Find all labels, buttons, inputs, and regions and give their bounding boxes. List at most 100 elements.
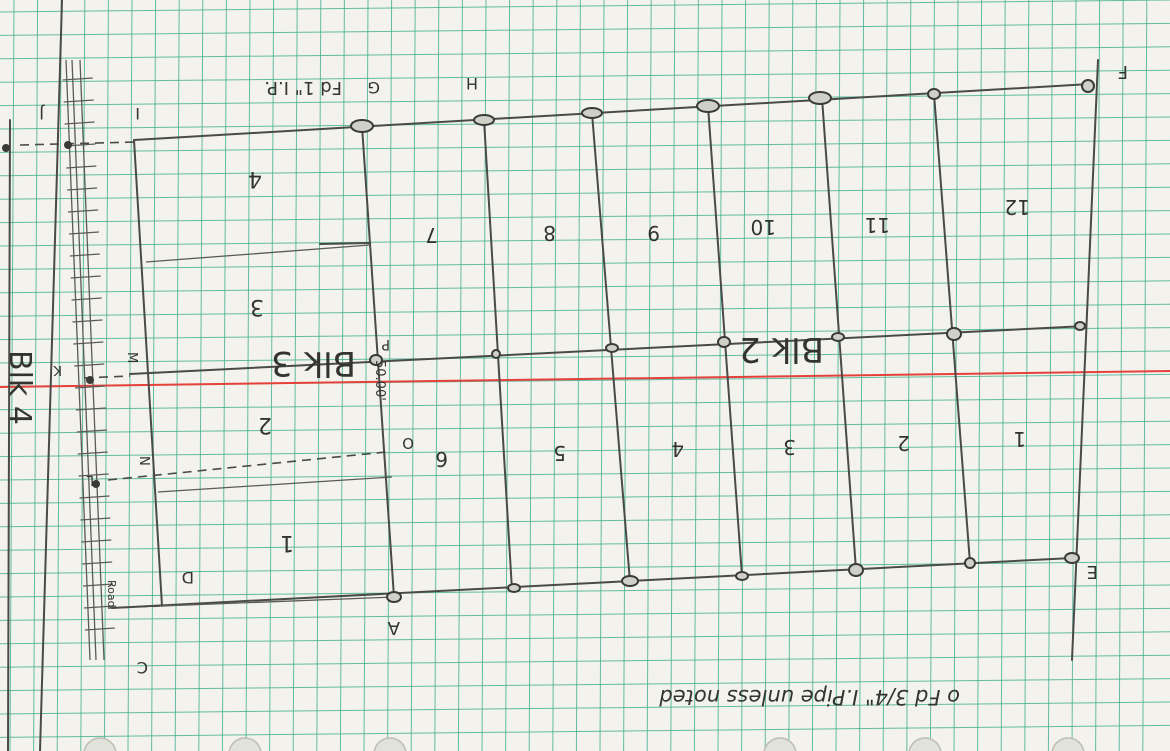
road-tick	[80, 517, 111, 521]
grid-line-horizontal	[0, 678, 1170, 692]
lot-label-west: 4	[248, 166, 262, 191]
dimension-note: 50.00'	[372, 360, 387, 401]
grid-line-horizontal	[0, 607, 1170, 621]
grid-line-horizontal	[0, 69, 1170, 83]
pin-marker	[473, 114, 495, 126]
grid-line-horizontal	[0, 420, 1170, 434]
grid-line-horizontal	[0, 233, 1170, 247]
pin-marker	[581, 107, 603, 119]
pin-marker	[621, 575, 639, 587]
road-tick	[62, 77, 93, 81]
road-tick	[75, 385, 106, 389]
grid-line-vertical	[127, 0, 133, 751]
lot-label-upper: 8	[543, 221, 556, 245]
label-a: A	[387, 617, 400, 638]
grid-line-horizontal	[0, 46, 1170, 60]
label-f: F	[1118, 61, 1128, 82]
grid-line-vertical	[505, 0, 511, 751]
pin-marker	[964, 557, 976, 569]
grid-line-vertical	[599, 0, 605, 751]
grid-line-horizontal	[0, 514, 1170, 528]
grid-line-vertical	[434, 0, 440, 751]
label-c: C	[137, 658, 148, 677]
grid-line-horizontal	[0, 631, 1170, 645]
grid-line-horizontal	[0, 584, 1170, 598]
binder-hole	[373, 737, 407, 751]
pin-marker	[831, 332, 845, 342]
road-lines	[7, 0, 105, 751]
label-h: H	[466, 74, 478, 93]
label-g: G	[368, 78, 380, 97]
pin-dot	[64, 141, 72, 149]
lot-label-lower: 3	[783, 435, 796, 459]
lot-label-upper: 7	[425, 223, 438, 247]
grid-line-vertical	[552, 0, 558, 751]
label-i: I	[135, 104, 140, 123]
grid-line-horizontal	[0, 467, 1170, 481]
pin-marker	[386, 591, 402, 603]
block-4-label: Blk 4	[2, 350, 37, 425]
lot-label-upper: 12	[1005, 195, 1030, 219]
road-tick	[63, 99, 94, 103]
red-rule-line	[0, 370, 1170, 388]
pin-dot	[92, 480, 100, 488]
label-d: D	[182, 568, 194, 587]
pin-marker	[946, 327, 962, 341]
grid-line-horizontal	[0, 139, 1170, 153]
grid-line-vertical	[1000, 0, 1006, 751]
road-tick	[71, 297, 102, 301]
label-e: E	[1087, 561, 1098, 582]
grid-line-horizontal	[0, 210, 1170, 224]
road-tick	[83, 583, 114, 587]
grid-line-horizontal	[0, 537, 1170, 551]
road-ticks	[62, 77, 115, 631]
lot-label-west: 1	[280, 530, 294, 555]
pin-marker	[1064, 552, 1080, 564]
binder-hole	[1051, 737, 1085, 751]
grid-line-vertical	[670, 0, 676, 751]
grid-line-horizontal	[0, 116, 1170, 130]
road-note: Road	[105, 580, 118, 608]
lot-label-upper: 11	[865, 213, 890, 237]
road-tick	[72, 319, 103, 323]
block-3-label: Blk 3	[271, 343, 356, 383]
grid-line-horizontal	[0, 256, 1170, 270]
grid-line-vertical	[103, 0, 109, 751]
road-tick	[70, 275, 101, 279]
pin-marker	[717, 336, 731, 348]
road-tick	[81, 539, 112, 543]
grid-line-vertical	[575, 0, 581, 751]
road-tick	[76, 429, 107, 433]
grid-line-vertical	[741, 0, 747, 751]
road-tick	[68, 209, 99, 213]
pin-marker	[491, 349, 501, 359]
road-tick	[73, 341, 104, 345]
grid-line-vertical	[174, 0, 180, 751]
grid-line-vertical	[977, 0, 983, 751]
pin-dot	[86, 376, 94, 384]
road-tick	[78, 473, 109, 477]
grid-line-horizontal	[0, 303, 1170, 317]
pin-marker	[927, 88, 941, 100]
grid-line-horizontal	[0, 186, 1170, 200]
grid-line-horizontal	[0, 0, 1170, 13]
label-k: K	[53, 362, 62, 377]
pin-marker	[1074, 321, 1086, 331]
grid-line-vertical	[292, 0, 298, 751]
road-tick	[77, 451, 108, 455]
road-tick	[68, 231, 99, 235]
binder-hole	[83, 737, 117, 751]
pin-marker	[605, 343, 619, 353]
binder-hole	[908, 737, 942, 751]
grid-line-horizontal	[0, 350, 1170, 364]
lot-label-lower: 2	[897, 431, 910, 455]
grid-line-vertical	[198, 0, 204, 751]
grid-line-vertical	[1142, 0, 1148, 751]
label-o: O	[402, 434, 414, 452]
lot-label-upper: 10	[751, 215, 776, 239]
grid-line-vertical	[1118, 0, 1124, 751]
pin-marker	[369, 354, 383, 366]
lot-label-lower: 5	[553, 441, 566, 465]
grid-line-vertical	[221, 0, 227, 751]
